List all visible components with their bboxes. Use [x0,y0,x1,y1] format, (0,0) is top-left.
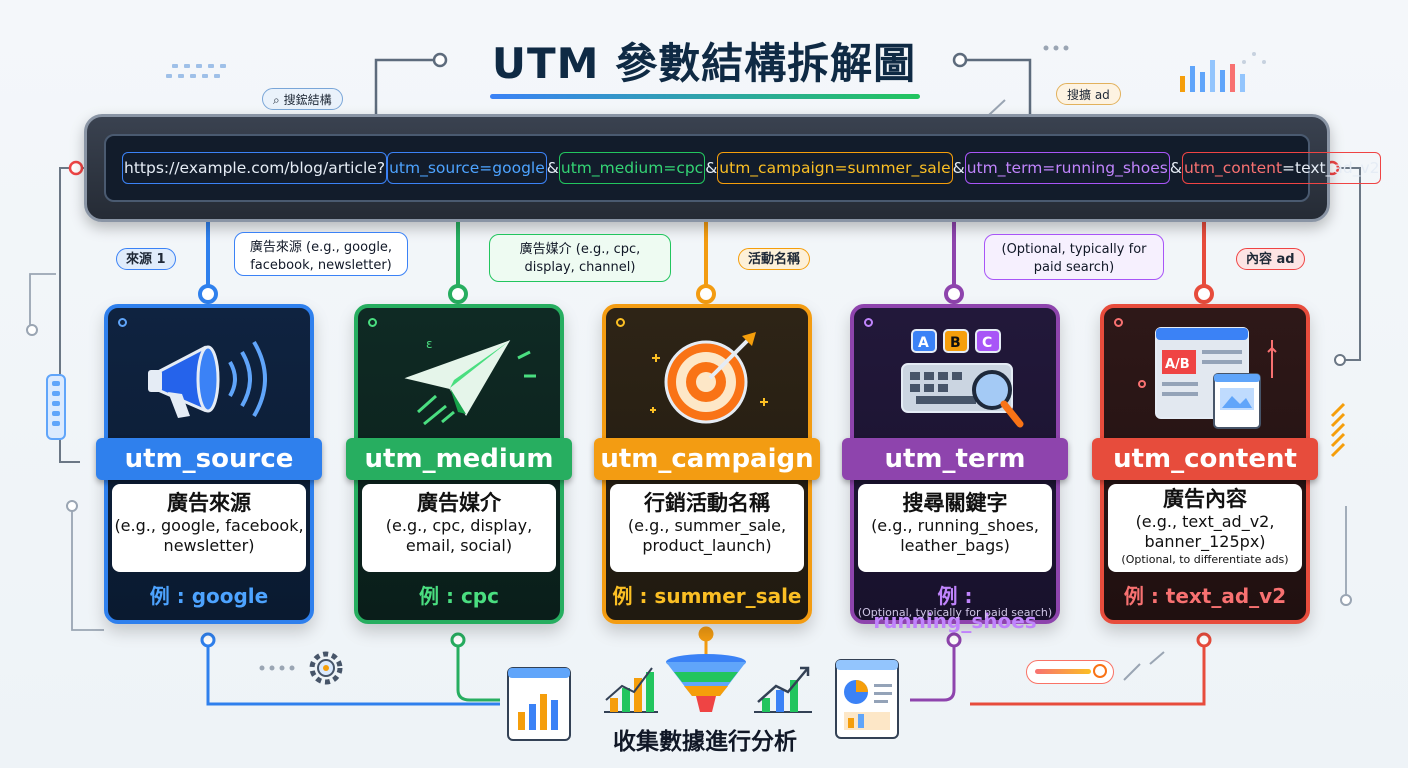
ad-chip: 搜擴 ad [1056,83,1121,105]
medium-bubble: 廣告媒介 (e.g., cpc, display, channel) [489,234,671,282]
card-desc-note: (Optional, to differentiate ads) [1121,553,1289,566]
card-example: 例 : text_ad_v2 [1123,584,1287,608]
card-status-dot [864,318,873,327]
funnel-icon [666,654,746,712]
card-note: (Optional, typically for paid search) [857,606,1053,619]
analysis-caption: 收集數據進行分析 [613,729,797,755]
card-status-dot [118,318,127,327]
url-separator: & [952,159,965,177]
card-status-dot [616,318,625,327]
keyboard-search-icon: A B C [901,329,1024,428]
url-base: https://example.com/blog/article? [122,152,388,184]
card-desc-sub: (e.g., text_ad_v2, banner_125px) [1135,512,1275,551]
url-bar[interactable] [104,134,1310,202]
url-text[interactable]: https://example.com/blog/article?utm_sou… [122,152,1382,184]
svg-text:ε: ε [426,337,433,351]
svg-text:A/B: A/B [1165,357,1190,372]
url-utm-campaign: utm_campaign=summer_sale [717,152,953,184]
svg-text:C: C [982,335,992,351]
ab-test-icon: A/B [1138,327,1277,429]
term-bubble: (Optional, typically for paid search) [984,234,1164,280]
card-desc-title: 行銷活動名稱 [644,491,770,515]
url-utm-term: utm_term=running_shoes [964,152,1170,184]
megaphone-icon [148,340,267,418]
url-content-key: utm_content [1183,159,1283,177]
url-utm-medium: utm_medium=cpc [558,152,706,184]
url-separator: & [705,159,718,177]
card-utm-campaign[interactable]: utm_campaign 行銷活動名稱 (e.g., summer_sale, … [594,304,820,624]
card-label: utm_source [96,438,322,480]
search-icon [1093,664,1107,678]
frame-dots-right [1241,125,1281,140]
url-content-value: =text_ad_v2 [1282,159,1380,177]
url-separator: & [546,159,559,177]
card-label: utm_content [1092,438,1318,480]
growth-chart-icon [604,667,658,713]
trend-chart-icon [754,666,812,713]
side-slider-panel [46,374,66,440]
card-desc-sub: (e.g., cpc, display, email, social) [385,516,533,555]
gear-icon [309,651,343,685]
svg-text:A: A [918,335,929,351]
card-example: 例 : google [149,584,269,608]
url-utm-content: utm_content=text_ad_v2 [1181,152,1382,184]
search-structure-chip: ⌕ 搜鋐結構 [262,88,343,110]
source-bubble: 廣告來源 (e.g., google, facebook, newsletter… [234,232,408,276]
card-desc-sub: (e.g., google, facebook, newsletter) [114,516,304,555]
card-label: utm_term [842,438,1068,480]
source-tag: 來源 1 [116,248,176,270]
card-description: 廣告來源 (e.g., google, facebook, newsletter… [112,484,306,572]
content-tag: 內容 ad [1236,248,1305,270]
card-utm-content[interactable]: A/B utm_content 廣告內容 (e.g., text_ad_v2, … [1092,304,1318,624]
card-description: 搜尋關鍵字 (e.g., running_shoes, leather_bags… [858,484,1052,572]
frame-dots-left [133,125,173,140]
card-description: 廣告媒介 (e.g., cpc, display, email, social) [362,484,556,572]
card-utm-term[interactable]: A B C utm_term 搜尋關鍵字 (e.g., running_shoe… [842,304,1068,633]
card-example: 例 : summer_sale [612,584,802,608]
search-icon: ⌕ [273,93,280,107]
card-desc-title: 廣告內容 [1163,487,1247,511]
svg-text:B: B [950,335,961,351]
card-label: utm_medium [346,438,572,480]
card-example: 例 : cpc [419,584,499,608]
title-underline [490,94,920,99]
card-utm-medium[interactable]: ε utm_medium 廣告媒介 (e.g., cpc, display, e… [346,304,572,624]
campaign-tag: 活動名稱 [738,248,811,270]
card-example: 例 : running_shoes [873,584,1037,633]
search-chip-label: 搜鋐結構 [283,93,332,107]
card-description: 行銷活動名稱 (e.g., summer_sale, product_launc… [610,484,804,572]
card-description: 廣告內容 (e.g., text_ad_v2, banner_125px) (O… [1108,484,1302,572]
url-utm-source: utm_source=google [387,152,547,184]
card-desc-sub: (e.g., summer_sale, product_launch) [627,516,787,555]
url-separator: & [1169,159,1182,177]
target-icon [650,332,768,424]
card-desc-title: 搜尋關鍵字 [902,491,1008,515]
card-utm-source[interactable]: utm_source 廣告來源 (e.g., google, facebook,… [96,304,322,624]
card-status-dot [1114,318,1123,327]
card-desc-title: 廣告來源 [167,491,251,515]
paper-plane-icon: ε [404,337,536,426]
card-status-dot [368,318,377,327]
card-desc-sub: (e.g., running_shoes, leather_bags) [871,516,1039,555]
mini-search-widget [1026,660,1114,684]
page-title: UTM 參數結構拆解圖 [491,39,917,88]
card-desc-title: 廣告媒介 [417,491,501,515]
card-label: utm_campaign [594,438,820,480]
